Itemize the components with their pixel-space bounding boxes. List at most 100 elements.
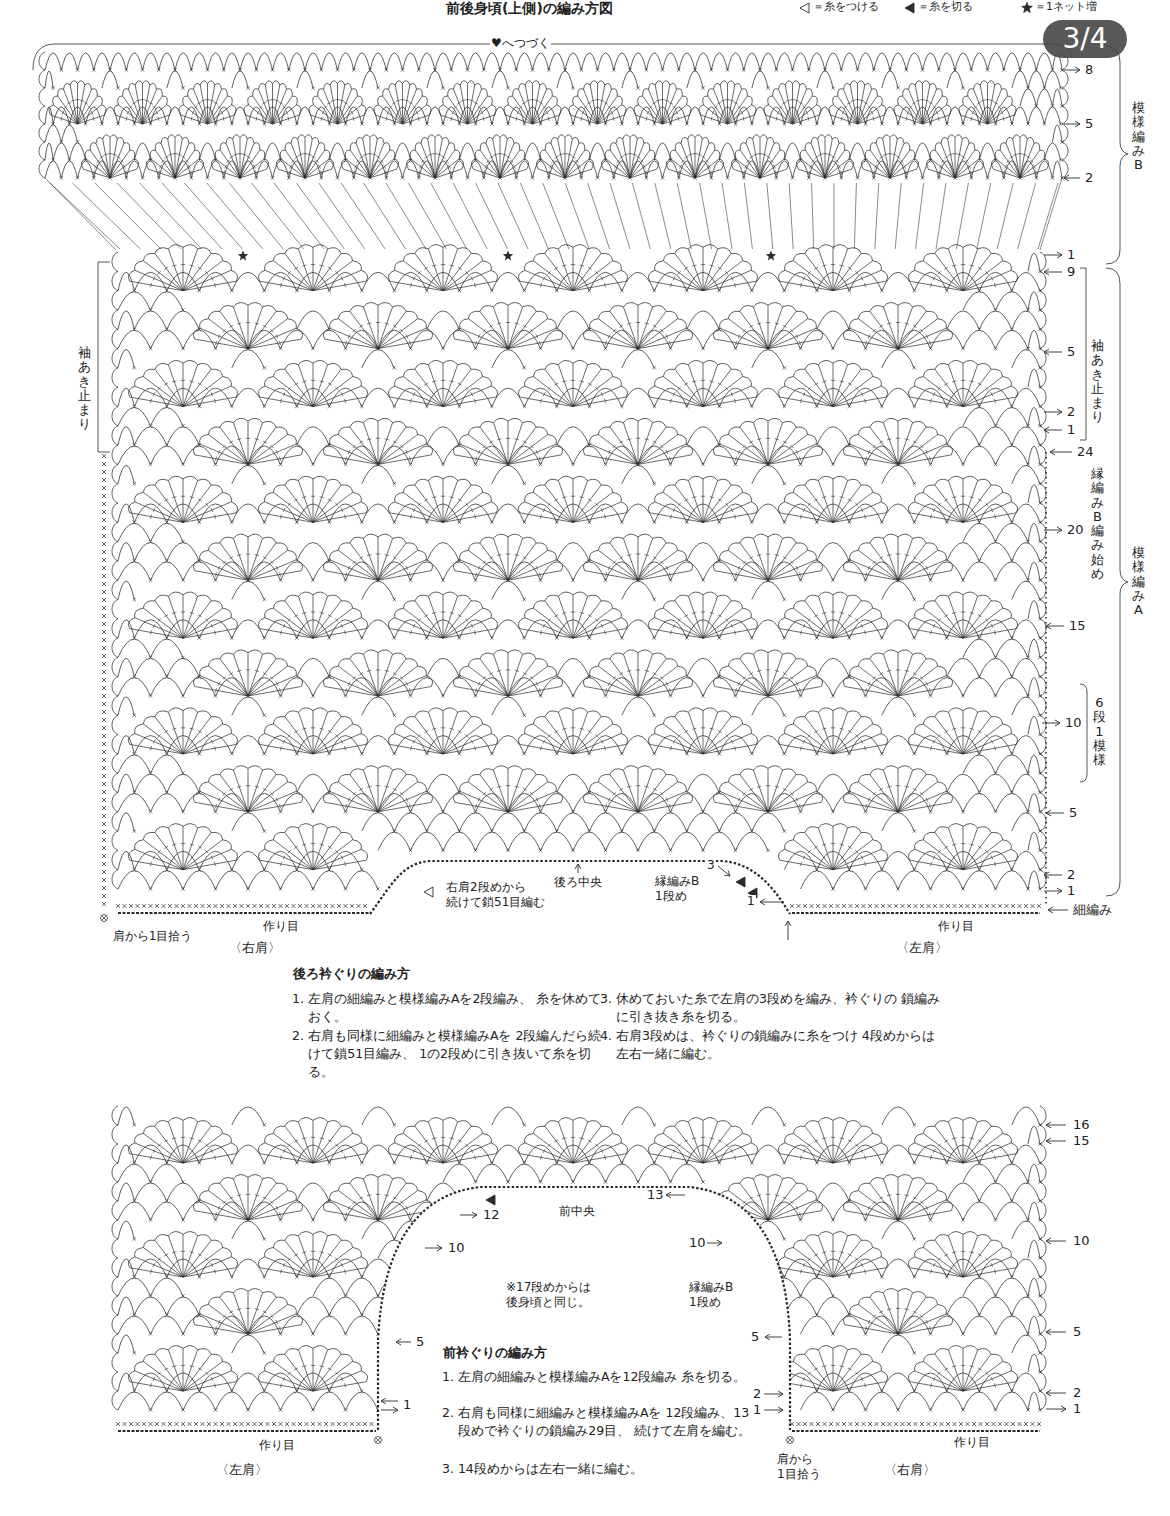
row-number: 1 xyxy=(752,1403,762,1418)
legend-symbol xyxy=(800,3,809,13)
single-crochet-marks xyxy=(133,270,1042,891)
chart-label: 後ろ中央 xyxy=(553,876,603,890)
chart-label: 前中央 xyxy=(558,1205,596,1219)
foundation-chain xyxy=(118,913,1040,1431)
vertical-label: 袖あき止まり xyxy=(1091,338,1104,426)
chart-label: 〈左肩〉 xyxy=(895,941,949,956)
star-ground xyxy=(236,249,250,263)
row-number: 1 xyxy=(746,895,756,909)
chart-label: 作り目 xyxy=(937,920,975,934)
row-number: 13 xyxy=(646,1188,665,1203)
row-arrow xyxy=(381,67,1080,1413)
treble-bars xyxy=(151,265,996,867)
vertical-label: 縁編みB編み始め xyxy=(1091,466,1104,582)
row-number: 5 xyxy=(750,1330,760,1345)
chart-label: 肩から1目拾う xyxy=(112,930,193,943)
row-number: 20 xyxy=(1066,523,1085,538)
row-number: 10 xyxy=(1064,716,1083,731)
row-number: 8 xyxy=(1084,63,1094,78)
chart-label: 縁編みB 1段め xyxy=(654,874,700,904)
row-number: 2 xyxy=(752,1387,762,1402)
row-number: 1 xyxy=(402,1398,412,1413)
instruction-step: 1. 左肩の細編みと模様編みAを2段編み、 糸を休めておく。 xyxy=(292,990,609,1026)
row-number: 10 xyxy=(1072,1234,1091,1249)
pick-up-mark xyxy=(375,1437,382,1444)
chart-label: 〈右肩〉 xyxy=(883,1463,937,1478)
row-number: 5 xyxy=(1066,345,1076,360)
legend-symbol xyxy=(1022,3,1032,13)
page-badge: 3/4 xyxy=(1043,20,1127,58)
pick-up-mark xyxy=(101,915,108,922)
shell-fan xyxy=(130,247,1017,869)
increase-star xyxy=(766,251,776,261)
row-number: 1 xyxy=(1072,1402,1082,1417)
page-number: 3/4 xyxy=(1062,25,1107,53)
bracket xyxy=(98,262,110,452)
edging-stitches xyxy=(102,454,106,906)
edging-stitches xyxy=(1045,452,1047,905)
bracket xyxy=(1106,268,1128,896)
row-number: 1 xyxy=(1066,884,1076,899)
vertical-label: 6段1模様 xyxy=(1093,695,1106,768)
turning-chain xyxy=(112,252,1046,889)
chart-label: 縁編みB 1段め xyxy=(688,1280,734,1310)
row-number: 5 xyxy=(415,1335,425,1350)
neck-opening xyxy=(368,861,792,918)
single-crochet-row xyxy=(116,904,1041,1426)
legend-text: ＝糸をつける xyxy=(812,1,880,14)
increase-star xyxy=(238,251,248,261)
chart-label: ※17段めからは 後身頃と同じ。 xyxy=(505,1280,592,1310)
chain-mesh xyxy=(45,53,1062,178)
turning-chain xyxy=(39,52,1068,178)
increase-star xyxy=(503,251,513,261)
vertical-label: 模様編みA xyxy=(1132,545,1145,618)
row-number: 2 xyxy=(1066,405,1076,420)
row-number: 2 xyxy=(1066,868,1076,883)
chart-title: 前後身頃(上側)の編み方図 xyxy=(445,0,614,16)
neck-opening xyxy=(378,1187,790,1447)
row-number: 1 xyxy=(1066,423,1076,438)
vertical-label: 模様編みB xyxy=(1132,100,1145,173)
chart-label: 作り目 xyxy=(953,1436,991,1450)
vertical-label: 袖あき止まり xyxy=(78,345,91,433)
row-number: 24 xyxy=(1076,445,1095,460)
pick-up-mark xyxy=(788,1438,793,1443)
stitch-chart xyxy=(33,44,1128,1447)
instruction-step: 2. 右肩も同様に細編みと模様編みAを 12段編み、13段めで衿ぐりの鎖編み29… xyxy=(442,1404,759,1440)
instruction-step: 3. 休めておいた糸で左肩の3段めを編み、衿ぐりの 鎖編みに引き抜き糸を切る。 xyxy=(600,990,947,1026)
cut-thread-mark xyxy=(736,877,745,887)
continuation-line xyxy=(33,44,1072,70)
join-thread-mark xyxy=(424,887,433,897)
row-number: 15 xyxy=(1072,1134,1091,1149)
chart-label: ♥へつづく xyxy=(490,37,551,51)
row-number: 2 xyxy=(1072,1386,1082,1401)
chain-mesh xyxy=(118,245,1040,889)
pick-up-mark xyxy=(102,916,107,921)
row-number: 10 xyxy=(447,1241,466,1256)
row-number: 9 xyxy=(1066,265,1076,280)
chart-label: 作り目 xyxy=(258,1439,296,1453)
chart-label: 作り目 xyxy=(262,920,300,934)
single-crochet-marks xyxy=(51,68,1063,179)
star-ground xyxy=(501,249,515,263)
row-number: 1 xyxy=(1066,248,1076,263)
joining-lines xyxy=(45,178,1062,250)
pick-up-mark xyxy=(787,1437,794,1444)
row-number: 5 xyxy=(1072,1325,1082,1340)
chart-label: 右肩2段めから 続けて鎖51目編む xyxy=(445,880,546,910)
bracket xyxy=(1080,268,1086,440)
instruction-step: 4. 右肩3段めは、衿ぐりの鎖編みに糸をつけ 4段めからは左右一緒に編む。 xyxy=(600,1027,947,1063)
instruction-heading: 前衿ぐりの編み方 xyxy=(442,1346,548,1361)
bracket xyxy=(1080,684,1087,782)
cut-thread-mark xyxy=(486,1195,495,1205)
chart-label: 〈右肩〉 xyxy=(228,941,282,956)
row-number: 5 xyxy=(1068,806,1078,821)
row-number: 12 xyxy=(482,1208,501,1223)
bracket xyxy=(1104,46,1128,264)
treble-bars xyxy=(61,100,1037,175)
row-number: 16 xyxy=(1072,1118,1091,1133)
legend-text: ＝1ネット増 xyxy=(1034,1,1098,14)
chart-label: 細編み xyxy=(1072,903,1113,918)
star-ground xyxy=(764,249,778,263)
